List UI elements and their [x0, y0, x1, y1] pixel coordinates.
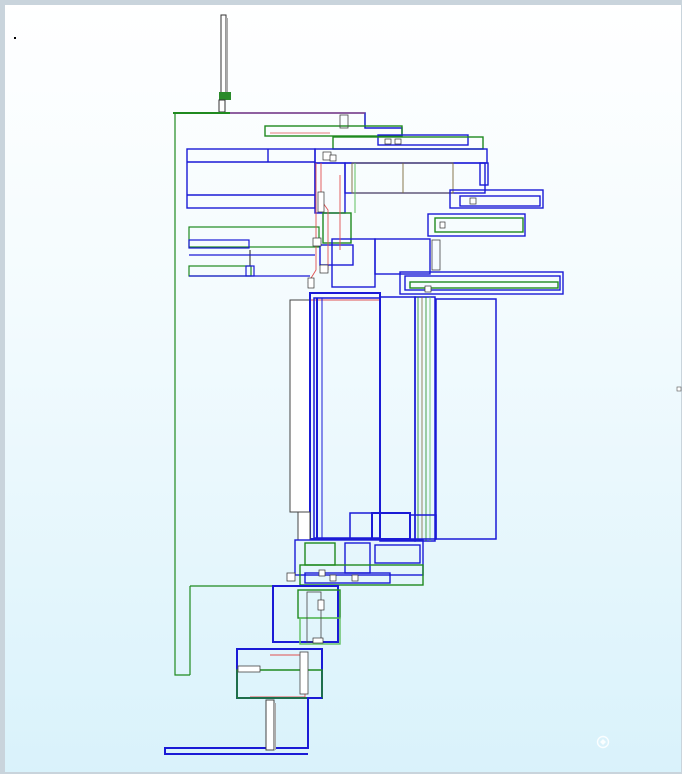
main-chamber	[289, 292, 497, 542]
origin-marker	[14, 37, 16, 39]
watermark-logo-icon	[596, 735, 610, 749]
central-upper-block	[314, 162, 564, 295]
left-mid-frames	[188, 226, 320, 277]
green-return-loop	[173, 112, 366, 676]
upper-header-band	[230, 112, 488, 164]
top-riser	[218, 14, 231, 113]
fittings	[307, 138, 477, 644]
lower-pump-cluster	[272, 539, 424, 645]
right-edge-marker[interactable]	[676, 386, 682, 392]
upper-left-frames	[186, 148, 316, 209]
bottom-structures	[164, 648, 323, 755]
